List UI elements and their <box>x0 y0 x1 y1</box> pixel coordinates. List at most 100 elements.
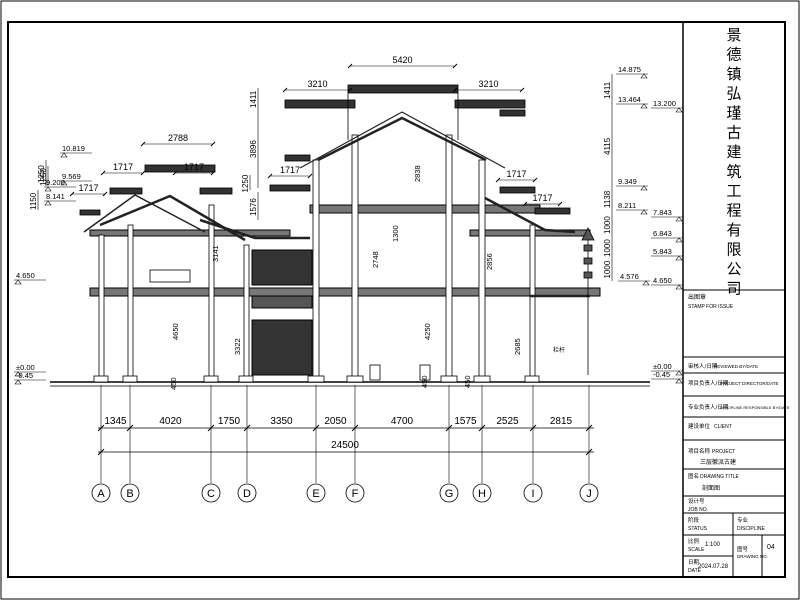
company-name-char: 限 <box>726 241 741 259</box>
dim-tick <box>452 63 458 69</box>
top-dim-value: 1717 <box>280 165 300 175</box>
axis-bubble <box>91 483 111 503</box>
axis-bubble <box>345 483 365 503</box>
interior-dim-value: 450 <box>420 375 429 388</box>
dim-tick <box>557 201 563 207</box>
axis-label-b: B <box>126 488 133 500</box>
company-name-char: 公 <box>726 260 741 278</box>
dim-tick <box>243 424 251 432</box>
top-dim-value: 1717 <box>506 169 526 179</box>
status-label: 阶段 <box>688 516 700 524</box>
title-block: 景德镇弘瑾古建筑工程有限公司 出图章 STAMP FOR ISSUE 审核人/日… <box>683 26 790 577</box>
left-level-mark-marker <box>60 180 68 186</box>
client-label: 建设单位 <box>688 422 711 430</box>
right-level-mark: ±0.00 <box>653 362 672 371</box>
company-name-char: 景 <box>726 26 741 44</box>
axis-label-c: C <box>207 488 215 500</box>
drawing-no-label: 图号 <box>737 545 749 553</box>
building-section <box>50 84 650 387</box>
dim-tick <box>140 170 146 176</box>
axis-bubble <box>579 483 599 503</box>
left-level-mark: 9.200 <box>46 178 65 187</box>
left-vdim-value: 1250 <box>241 174 250 192</box>
top-dim-value: 3210 <box>478 79 498 89</box>
dim-tick <box>445 424 453 432</box>
dim-tick <box>312 424 320 432</box>
company-name-char: 瑾 <box>726 104 741 122</box>
interior-dim-value: 1300 <box>391 225 400 242</box>
axis-bubble <box>120 483 140 503</box>
axis-bubble <box>472 483 492 503</box>
stamp-label: 出图章 <box>688 293 706 301</box>
dim-tick <box>347 63 353 69</box>
dim-value: 4020 <box>159 416 182 427</box>
company-name-char: 弘 <box>726 85 741 103</box>
lattice-screen-upper <box>251 249 313 286</box>
top-dim-value: 1717 <box>184 162 204 172</box>
dim-value: 2050 <box>324 416 347 427</box>
axis-label-j: J <box>586 488 592 500</box>
right-vdim-value: 1000 <box>603 260 612 278</box>
top-dim-value: 1717 <box>532 193 552 203</box>
stamp-en: STAMP FOR ISSUE <box>688 304 734 310</box>
dim-tick <box>69 191 75 197</box>
inner-border <box>7 21 786 578</box>
reviewed-label: 审核人/日期 <box>688 362 718 370</box>
dim-value: 1575 <box>454 416 477 427</box>
job-en: JOB NO. <box>688 507 708 513</box>
right-level-mark: 5.843 <box>653 247 672 256</box>
right-level-mark-marker <box>642 280 650 286</box>
interior-dim-value: 2856 <box>485 253 494 270</box>
right-level-mark: 6.843 <box>653 229 672 238</box>
axis-label-d: D <box>243 488 251 500</box>
scale-en: SCALE <box>688 547 705 553</box>
company-name-char: 司 <box>726 280 741 298</box>
date-value: 2024.07.28 <box>698 564 729 570</box>
dim-tick <box>522 201 528 207</box>
axis-bubble <box>237 483 257 503</box>
company-name-char: 工 <box>726 182 741 200</box>
right-level-mark-marker <box>675 216 683 222</box>
director-en: PROJECT DIRECTOR/DATE <box>720 381 779 386</box>
column-bases <box>93 375 540 383</box>
right-level-mark: 13.464 <box>618 95 641 104</box>
company-name: 景德镇弘瑾古建筑工程有限公司 <box>726 26 741 298</box>
dim-tick <box>267 173 273 179</box>
roofs <box>83 111 590 298</box>
drawing-title-en: DRAWING TITLE <box>700 474 740 480</box>
client-en: CLIENT <box>714 424 732 430</box>
axis-label-f: F <box>352 488 359 500</box>
right-level-mark-marker <box>675 255 683 261</box>
lattice-screen-lower <box>251 319 313 376</box>
furniture <box>149 269 431 381</box>
dim-tick <box>210 170 216 176</box>
railing-annotation: 栏杆 <box>553 346 565 354</box>
dim-value: 1750 <box>218 416 241 427</box>
drawing-no-en: DRAWING NO. <box>737 554 768 559</box>
company-name-char: 德 <box>726 46 741 64</box>
axis-label-a: A <box>97 488 105 500</box>
right-level-mark: -0.45 <box>653 370 670 379</box>
dim-tick <box>585 424 593 432</box>
right-level-mark: 8.211 <box>618 201 636 210</box>
left-level-mark: 10.819 <box>62 144 85 153</box>
director-label: 项目负责人/日期 <box>688 379 729 387</box>
company-name-char: 有 <box>726 221 741 239</box>
axis-bubble <box>523 483 543 503</box>
left-level-mark-marker <box>44 200 52 206</box>
interior-dim-value: 2685 <box>513 338 522 355</box>
company-name-char: 程 <box>726 202 741 220</box>
dim-tick <box>347 87 353 93</box>
dim-tick <box>172 170 178 176</box>
dim-value: 3350 <box>270 416 293 427</box>
right-vdim-value: 1138 <box>603 190 612 208</box>
top-dim-value: 1717 <box>78 183 98 193</box>
interior-dim-value: 450 <box>169 377 178 390</box>
left-level-mark: 8.141 <box>46 192 65 201</box>
left-level-mark-marker <box>14 279 22 285</box>
discipline-en: DISCIPLINE <box>737 526 765 532</box>
dim-tick <box>351 424 359 432</box>
axis-bubble <box>201 483 221 503</box>
